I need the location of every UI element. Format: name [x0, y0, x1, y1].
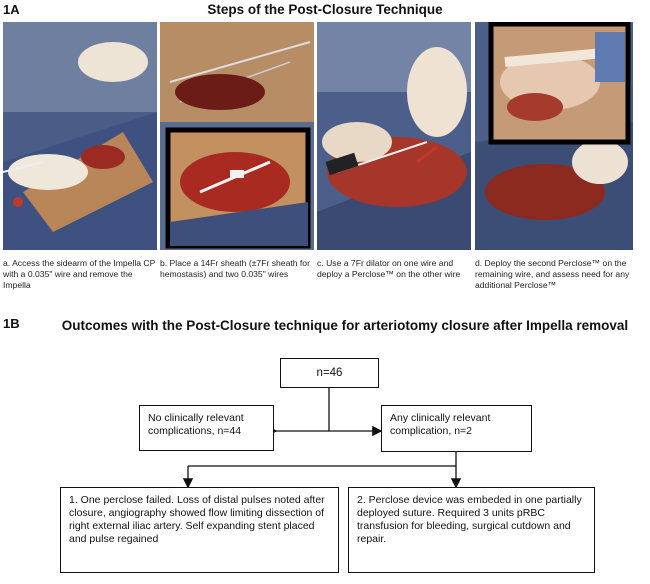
photo-step-c	[317, 22, 471, 250]
no-complication-box: No clinically relevant complications, n=…	[139, 405, 274, 451]
photo-step-a	[3, 22, 157, 250]
caption-step-d: d. Deploy the second Perclose™ on the re…	[475, 258, 630, 290]
caption-step-b: b. Place a 14Fr sheath (±7Fr sheath for …	[160, 258, 310, 279]
case-1-box: 1. One perclose failed. Loss of distal p…	[60, 487, 339, 573]
case-2-box: 2. Perclose device was embeded in one pa…	[348, 487, 595, 573]
total-count-box: n=46	[280, 358, 379, 388]
panel-label-1b: 1B	[3, 316, 20, 331]
any-complication-box: Any clinically relevant complication, n=…	[381, 405, 532, 452]
photo-step-d	[475, 22, 633, 250]
panel-1a-title: Steps of the Post-Closure Technique	[207, 2, 443, 17]
caption-step-a: a. Access the sidearm of the Impella CP …	[3, 258, 156, 290]
caption-step-c: c. Use a 7Fr dilator on one wire and dep…	[317, 258, 461, 279]
photo-step-b	[160, 22, 314, 250]
panel-label-1a: 1A	[3, 2, 20, 17]
panel-1b-title: Outcomes with the Post-Closure technique…	[61, 318, 629, 333]
